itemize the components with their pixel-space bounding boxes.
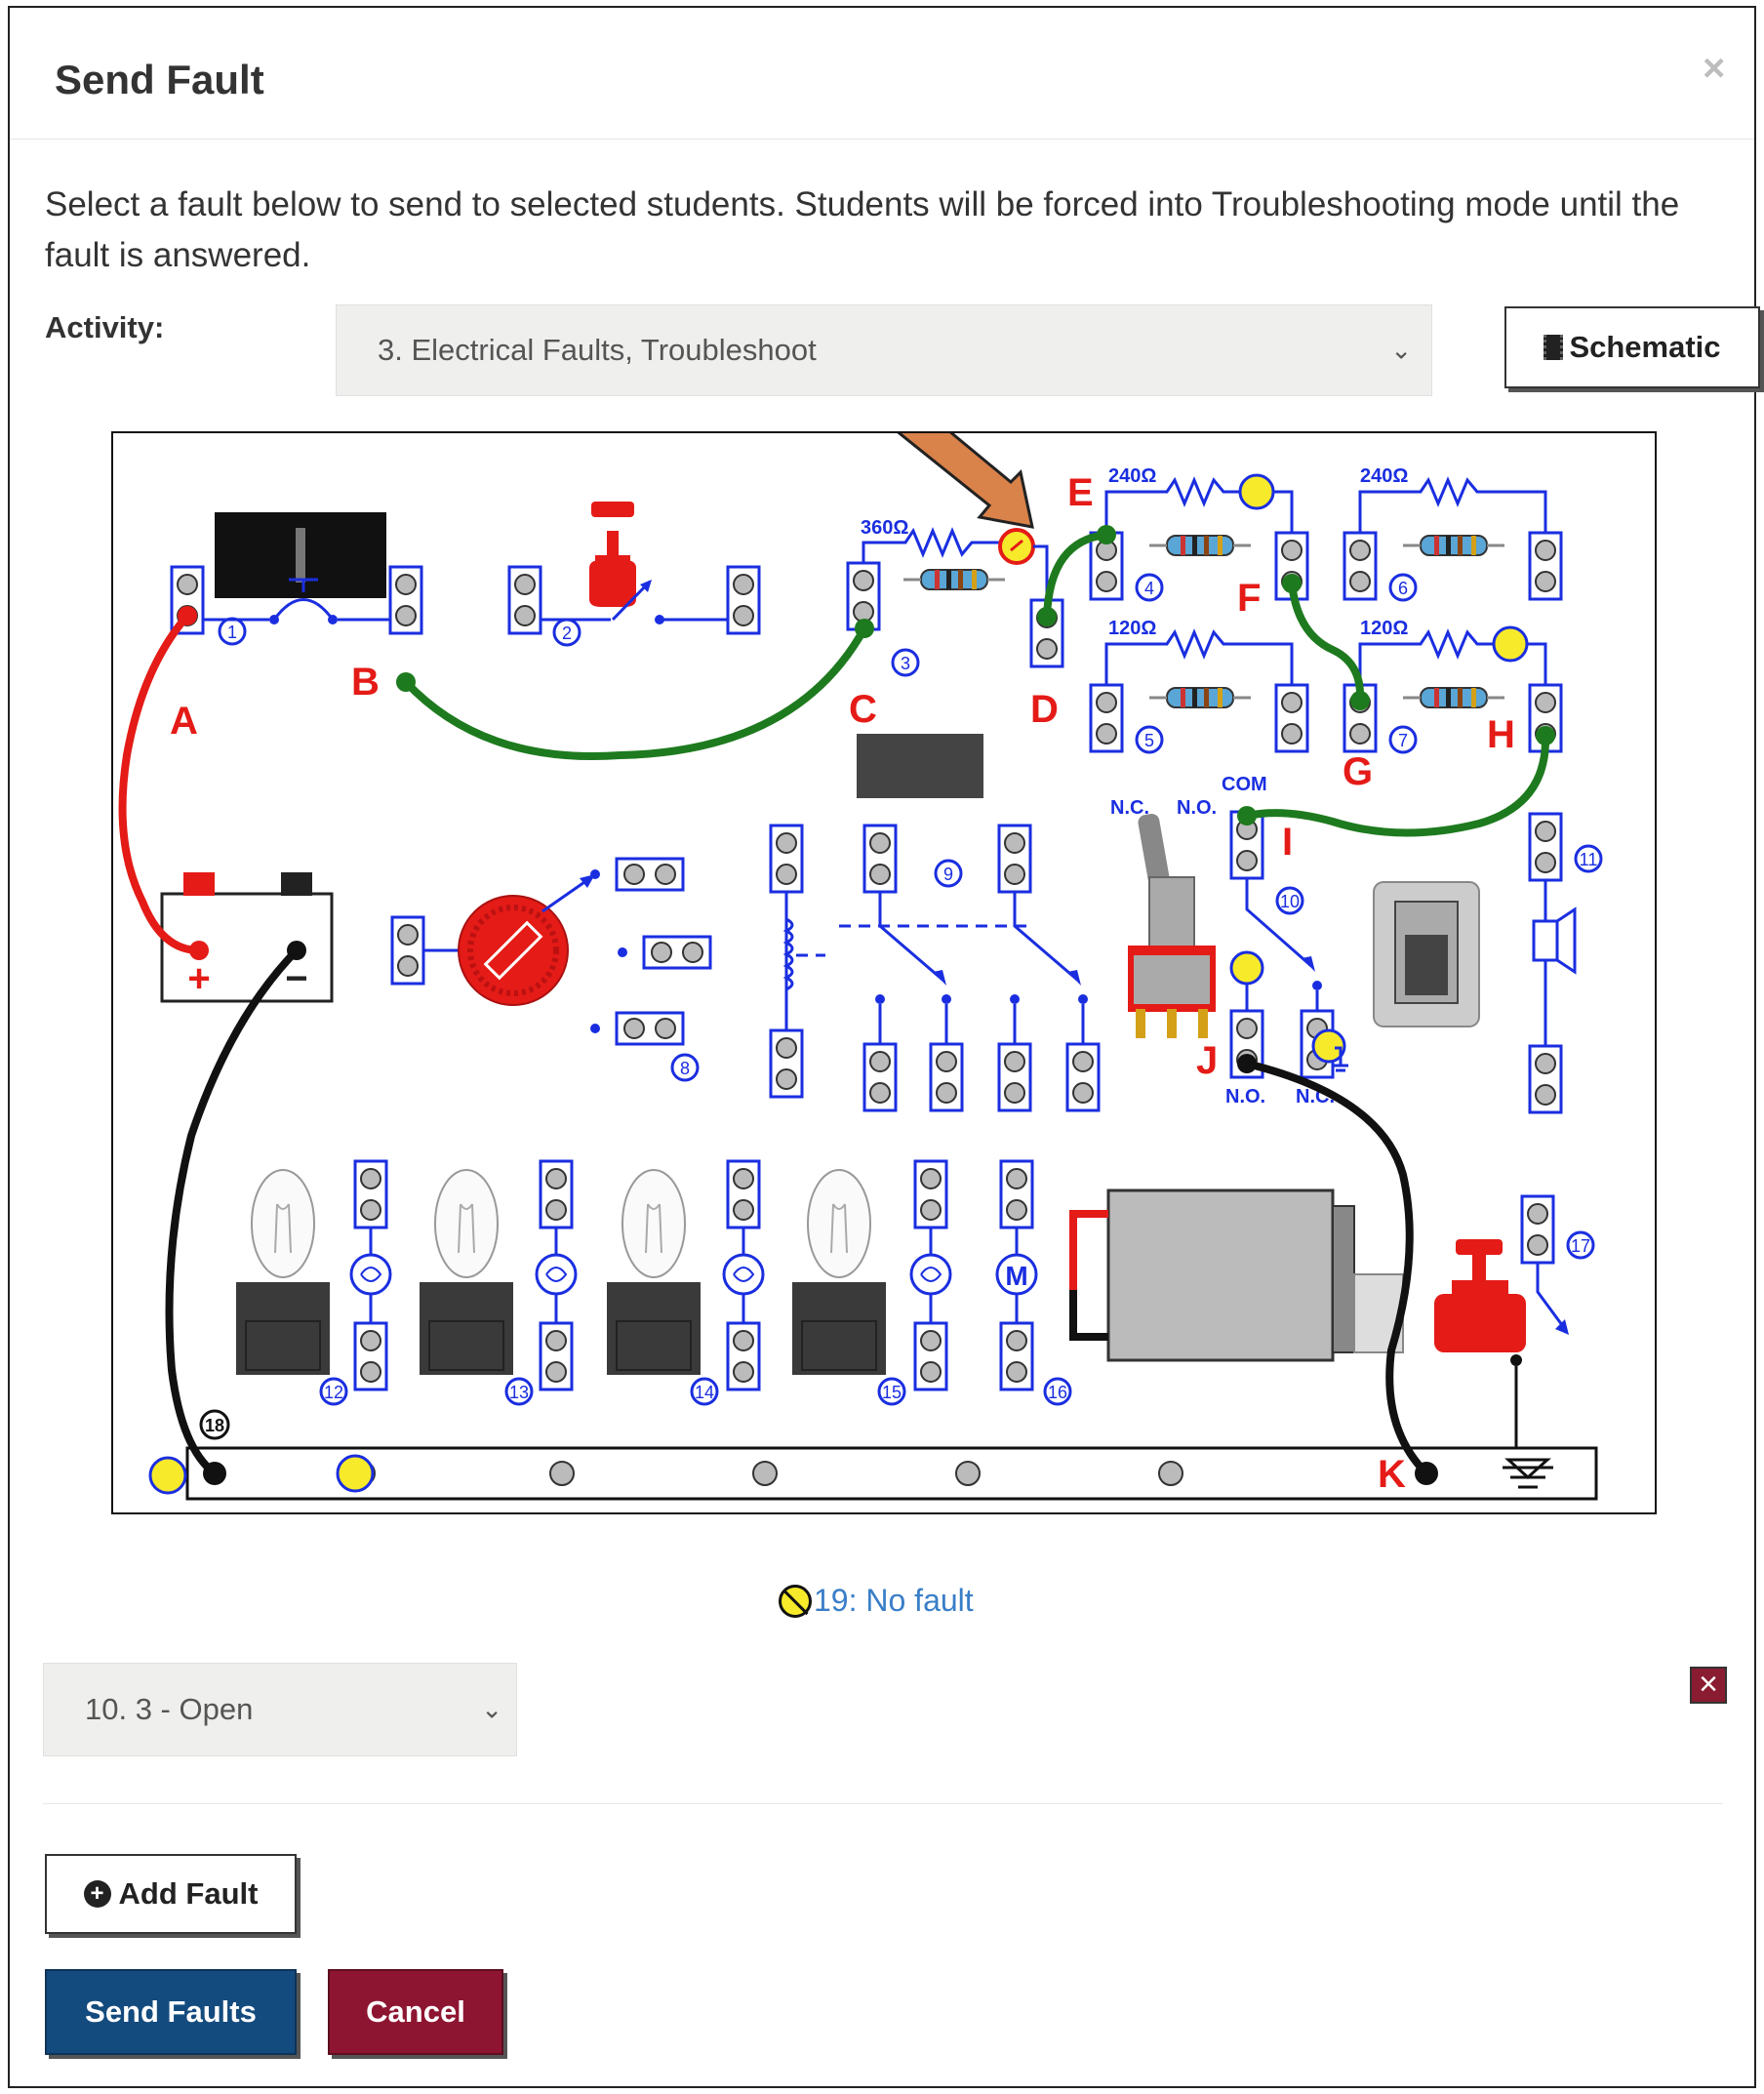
green-wire [1246, 735, 1550, 837]
svg-text:COM: COM [1222, 774, 1267, 795]
cancel-button[interactable]: Cancel [328, 1969, 503, 2055]
no-fault-option[interactable]: 19: No fault [779, 1583, 974, 1619]
close-icon[interactable]: × [1703, 47, 1726, 90]
svg-text:N.C.: N.C. [1110, 797, 1149, 819]
node-label: K [1378, 1453, 1406, 1496]
svg-text:N.O.: N.O. [1225, 1086, 1265, 1107]
send-faults-button[interactable]: Send Faults [45, 1969, 297, 2055]
fault-select-value: 10. 3 - Open [85, 1692, 254, 1726]
svg-text:5: 5 [1144, 731, 1154, 750]
node-label: B [351, 661, 380, 704]
svg-text:16: 16 [1048, 1383, 1067, 1402]
svg-text:11: 11 [1580, 850, 1598, 869]
pointer-arrow [897, 433, 1034, 529]
svg-text:240Ω: 240Ω [1360, 465, 1408, 487]
circuit-board-diagram: 1 2 360Ω 3 240Ω 4 [118, 433, 1603, 1501]
schematic-button-label: Schematic [1569, 330, 1721, 364]
node-label: F [1237, 577, 1261, 620]
svg-text:120Ω: 120Ω [1108, 618, 1156, 639]
black-wire [1246, 1060, 1429, 1476]
svg-text:−: − [285, 957, 307, 1000]
instructions-text: Select a fault below to send to selected… [45, 185, 1680, 274]
chevron-down-icon: ⌄ [481, 1694, 502, 1724]
node-label: E [1067, 471, 1094, 514]
add-fault-label: Add Fault [118, 1876, 259, 1911]
activity-select-value: 3. Electrical Faults, Troubleshoot [378, 333, 817, 367]
svg-text:14: 14 [695, 1383, 714, 1402]
svg-text:120Ω: 120Ω [1360, 618, 1408, 639]
svg-text:9: 9 [943, 865, 953, 884]
node-label: H [1487, 713, 1515, 756]
schematic-button[interactable]: Schematic [1504, 306, 1760, 388]
red-wire [118, 613, 200, 954]
node-label: D [1030, 688, 1059, 731]
svg-text:M: M [1005, 1261, 1027, 1291]
green-wire [1043, 531, 1107, 618]
fault-select[interactable]: 10. 3 - Open ⌄ [43, 1663, 517, 1756]
svg-text:8: 8 [680, 1059, 690, 1078]
header-divider [10, 139, 1754, 140]
svg-text:+: + [187, 957, 210, 1000]
svg-text:13: 13 [509, 1383, 529, 1402]
svg-text:12: 12 [324, 1383, 343, 1402]
svg-text:10: 10 [1280, 892, 1300, 911]
chip-icon [1544, 335, 1564, 360]
chevron-down-icon: ⌄ [1390, 335, 1412, 365]
svg-text:3: 3 [901, 654, 910, 673]
activity-select[interactable]: 3. Electrical Faults, Troubleshoot ⌄ [336, 304, 1432, 396]
activity-label: Activity: [45, 310, 165, 344]
svg-text:4: 4 [1144, 579, 1154, 598]
no-fault-label: 19: No fault [814, 1583, 974, 1618]
svg-text:15: 15 [882, 1383, 902, 1402]
svg-text:N.O.: N.O. [1177, 797, 1217, 819]
black-wire [165, 947, 300, 1477]
svg-text:17: 17 [1571, 1236, 1590, 1256]
node-label: C [849, 688, 877, 731]
circuit-board: 1 2 360Ω 3 240Ω 4 [111, 431, 1657, 1514]
svg-text:18: 18 [205, 1416, 224, 1435]
green-wire [1288, 583, 1365, 702]
green-wire [403, 626, 868, 761]
plus-circle-icon: + [83, 1880, 111, 1908]
node-label: A [170, 700, 198, 743]
node-label: J [1196, 1039, 1218, 1082]
modal-title: Send Fault [55, 57, 264, 102]
component-number: 1 [227, 623, 237, 642]
no-fault-icon [779, 1584, 812, 1618]
remove-fault-button[interactable]: × [1690, 1667, 1727, 1704]
svg-text:360Ω: 360Ω [861, 517, 908, 539]
svg-text:2: 2 [562, 624, 572, 643]
svg-text:240Ω: 240Ω [1108, 465, 1156, 487]
svg-text:7: 7 [1398, 731, 1408, 750]
add-fault-button[interactable]: + Add Fault [45, 1854, 297, 1934]
footer-divider [43, 1803, 1723, 1804]
node-label: I [1282, 821, 1293, 864]
node-label: G [1343, 750, 1373, 793]
svg-text:6: 6 [1398, 579, 1408, 598]
